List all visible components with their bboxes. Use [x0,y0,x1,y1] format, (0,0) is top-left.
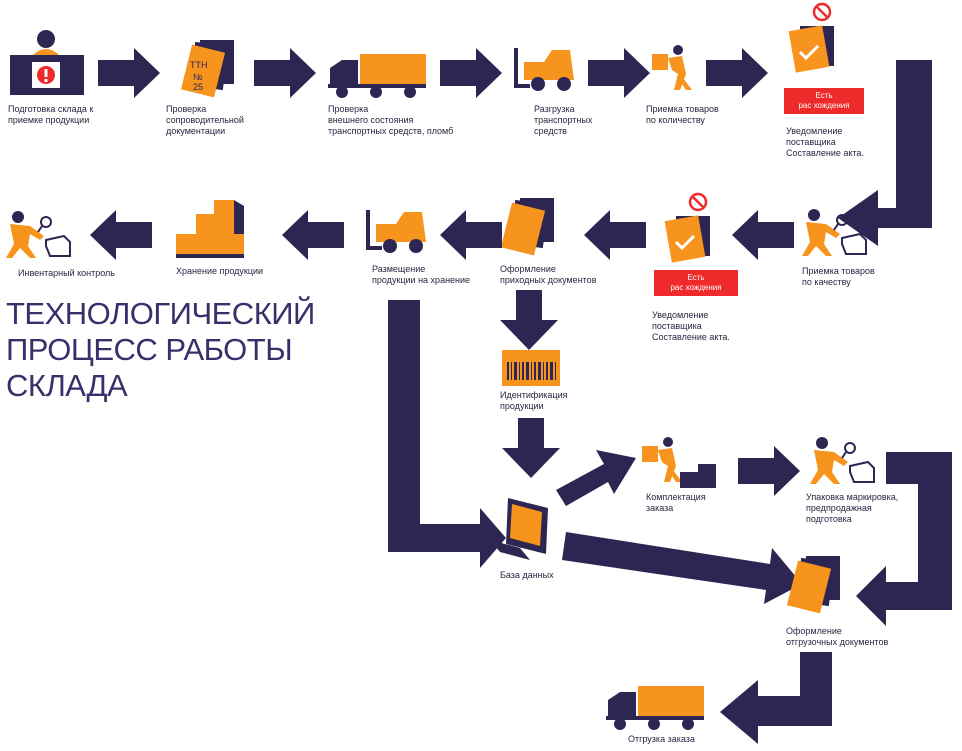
truck-icon [328,54,426,98]
arrow-down [500,290,558,350]
arrow-left [584,210,646,260]
arrow-turn-down-left [838,60,932,246]
documents-icon [500,198,554,256]
documents-icon [786,556,840,614]
arrow-turn-down-left [720,652,832,744]
step-packing: Упаковка маркировка, предпродажная подго… [806,492,899,524]
step-picking: Комплектация заказа [646,492,706,513]
arrow-turn-down-left [856,452,952,626]
arrow-left [732,210,794,260]
arrow-left [90,210,152,260]
computer-icon [490,498,548,560]
step-doc-check: Проверка сопроводительной документации [166,104,244,136]
truck-icon [606,686,704,730]
page-title: ТЕХНОЛОГИЧЕСКИЙ ПРОЦЕСС РАБОТЫ СКЛАДА [6,296,315,403]
ttn-doc-label: ТТН № 25 [190,60,210,92]
arrow-down-right [388,300,506,568]
discrepancy-badge: Есть рас хождения [784,88,864,114]
arrow-right [706,48,768,98]
step-quality-accept: Приемка товаров по качеству [802,266,875,287]
step-placement: Размещение продукции на хранение [372,264,471,285]
document-checkmark-prohibited-icon [663,192,712,265]
step-shipment: Отгрузка заказа [628,734,695,744]
arrow-right [98,48,160,98]
step-supplier-notice: Уведомление поставщика Составление акта. [652,310,730,342]
step-warehouse-prep: Подготовка склада к приемке продукции [8,104,94,125]
step-database: База данных [500,570,554,580]
step-quantity-accept: Приемка товаров по количеству [646,104,719,125]
step-identification: Идентификация продукции [500,390,568,411]
step-vehicle-check: Проверка внешнего состояния транспортных… [328,104,454,136]
step-storage: Хранение продукции [176,266,264,276]
arrow-left [440,210,502,260]
warehouse-prep-icon [10,30,84,95]
step-incoming-docs: Оформление приходных документов [500,264,597,285]
step-shipping-docs: Оформление отгрузочных документов [786,626,889,647]
arrow-right-long [562,532,802,604]
worker-box-icon [809,436,875,485]
forklift-icon [514,48,574,91]
step-supplier-notice: Уведомление поставщика Составление акта. [786,126,864,158]
arrow-right [738,446,800,496]
arrow-right [588,48,650,98]
forklift-icon [366,210,426,253]
stairs-blocks-icon [176,200,244,258]
inspector-magnifier-icon [5,210,71,259]
step-unloading: Разгрузка транспортных средств [534,104,593,136]
porter-stairs-icon [642,437,716,488]
arrow-up-right [556,450,636,506]
step-inventory: Инвентарный контроль [18,268,115,278]
arrow-right [440,48,502,98]
barcode-icon [502,350,560,386]
discrepancy-badge: Есть рас хождения [654,270,738,296]
arrow-down [502,418,560,478]
arrow-left [282,210,344,260]
document-checkmark-prohibited-icon [787,2,836,75]
porter-carrying-box-icon [652,45,692,90]
arrow-right [254,48,316,98]
